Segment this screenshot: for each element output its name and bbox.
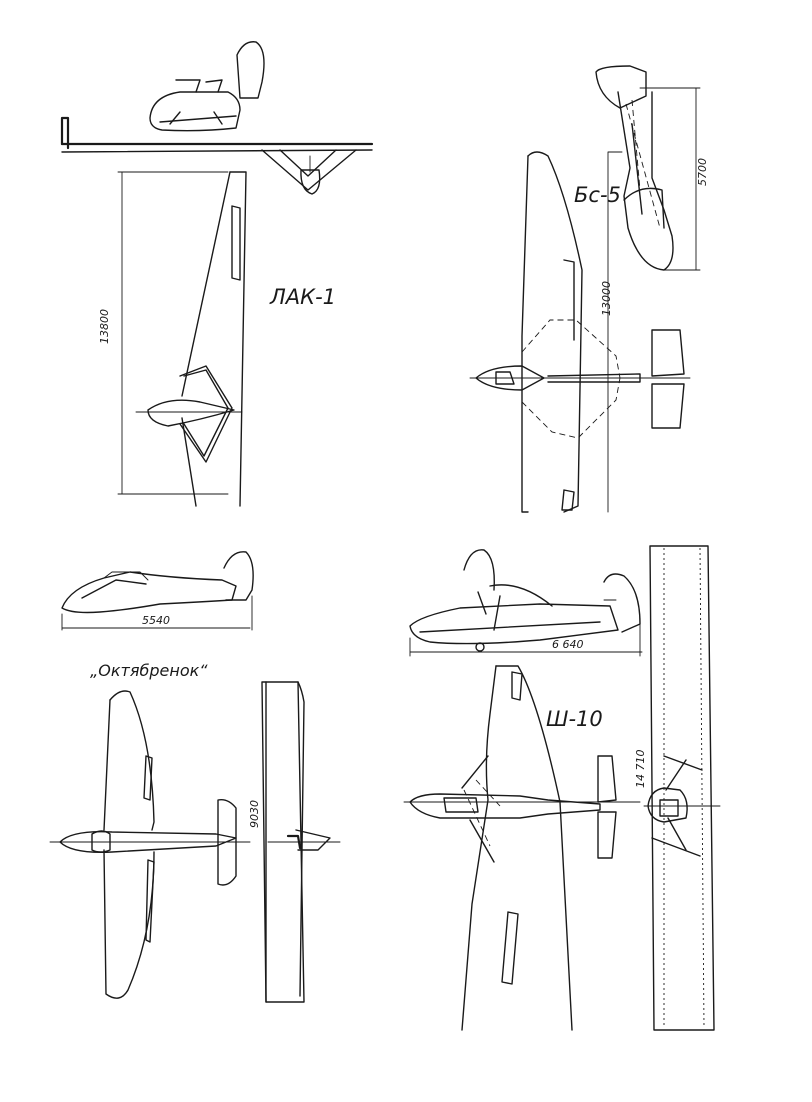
bs5-side-view — [595, 65, 701, 271]
sh10-top-view — [403, 665, 641, 1031]
oktyabrenok-top-view — [49, 690, 251, 999]
bs5-drawing: 5700 Бс-5 13000 — [469, 65, 709, 513]
sh10-title: Ш-10 — [546, 707, 603, 731]
oktyabrenok-length-label: 5540 — [142, 614, 170, 627]
oktyabrenok-drawing: 5540 „Октябренок“ 9030 — [49, 551, 341, 1003]
lak1-drawing: 13800 ЛАК-1 — [60, 41, 374, 507]
sh10-side-view — [409, 549, 643, 657]
sh10-front-view — [643, 545, 721, 1031]
oktyabrenok-title: „Октябренок“ — [90, 661, 208, 680]
lak1-span-label: 13800 — [98, 309, 111, 344]
lak1-front-view — [60, 116, 374, 195]
bs5-title: Бс-5 — [574, 183, 621, 207]
bs5-length-label: 5700 — [696, 158, 709, 186]
oktyabrenok-side-view — [61, 551, 254, 631]
sh10-length-label: 6 640 — [552, 638, 584, 651]
sh10-drawing: 6 640 Ш-10 14 710 — [403, 545, 721, 1031]
bs5-top-view — [469, 151, 691, 513]
lak1-side-view — [149, 41, 265, 132]
oktyabrenok-span-label: 9030 — [248, 800, 261, 828]
bs5-span-label: 13000 — [600, 281, 613, 316]
lak1-top-view — [117, 171, 247, 507]
lak1-title: ЛАК-1 — [269, 285, 336, 309]
oktyabrenok-front-view — [261, 681, 341, 1003]
sh10-span-label: 14 710 — [634, 750, 647, 789]
